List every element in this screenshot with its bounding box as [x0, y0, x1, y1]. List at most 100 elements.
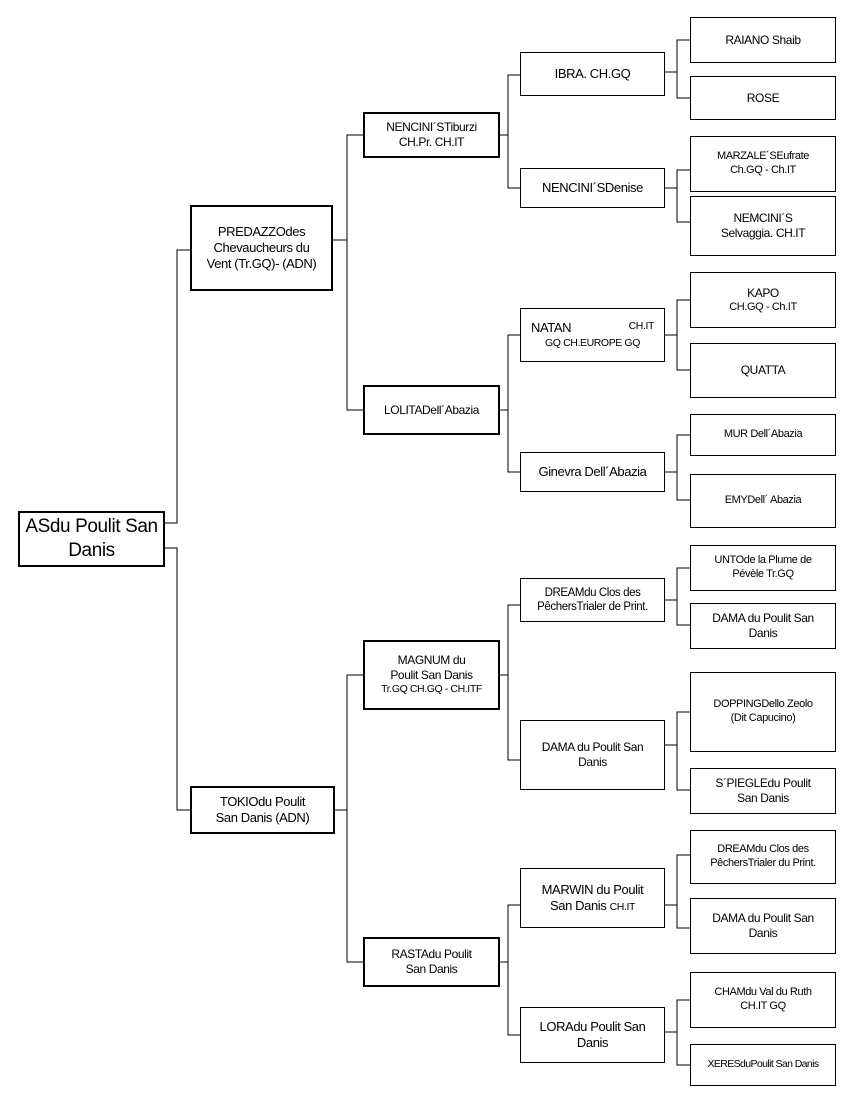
marwin-title: CH.IT — [609, 901, 636, 913]
connector-dama-dopping — [665, 711, 690, 746]
dopping-line2: (Dit Capucino) — [730, 712, 796, 724]
sire-sire-box: NENCINI´STiburzi CH.Pr. CH.IT — [363, 112, 500, 158]
dama3-line2: Danis — [748, 926, 778, 940]
subject-name-line2: Danis — [68, 540, 115, 561]
natan-line2: GQ CH.EUROPE GQ — [545, 336, 640, 349]
dream2-line2: PêchersTrialer du Print. — [710, 857, 816, 869]
connector-nencini-ibra — [500, 74, 520, 136]
connector-lora-xeres — [665, 1031, 690, 1066]
cham-box: CHAMdu Val du Ruth CH.IT GQ — [690, 972, 836, 1028]
dam-sire-box: MAGNUM du Poulit San Danis Tr.GQ CH.GQ -… — [363, 640, 500, 710]
xeres-box: XERESduPoulit San Danis — [690, 1044, 836, 1086]
dama-line1: DAMA du Poulit San — [541, 740, 644, 754]
connector-ibra-raiano — [665, 39, 690, 73]
kapo-box: KAPO CH.GQ - Ch.IT — [690, 272, 836, 328]
dream-box: DREAMdu Clos des PêchersTrialer de Print… — [520, 578, 665, 622]
dam-line1: TOKIOdu Poulit — [219, 793, 306, 809]
connector-marwin-dream — [665, 854, 690, 906]
mur-line1: MUR Dell´Abazia — [723, 428, 803, 441]
marwin-box: MARWIN du Poulit San Danis CH.IT — [520, 868, 665, 928]
dopping-box: DOPPINGDello Zeolo (Dit Capucino) — [690, 672, 836, 752]
dama3-line1: DAMA du Poulit San — [712, 911, 814, 925]
natan-row1: NATAN CH.IT — [521, 320, 664, 336]
dream-line1: DREAMdu Clos des — [544, 586, 641, 599]
kapo-line1: KAPO — [747, 285, 779, 300]
cham-line1: CHAMdu Val du Ruth — [714, 986, 812, 999]
sire-dam-box: LOLITADell´Abazia — [363, 385, 500, 435]
lora-box: LORAdu Poulit San Danis — [520, 1007, 665, 1063]
ginevra-line1: Ginevra Dell´Abazia — [538, 463, 647, 479]
dream2-box: DREAMdu Clos des PêchersTrialer du Print… — [690, 830, 836, 884]
dama3-box: DAMA du Poulit San Danis — [690, 898, 836, 954]
dama-line2: Danis — [578, 755, 607, 769]
connector-magnum-dream — [500, 604, 520, 676]
unto-box: UNTOde la Plume de Pévèle Tr.GQ — [690, 545, 836, 591]
connector-denise-marzale — [665, 169, 690, 189]
quatta-line1: QUATTA — [740, 363, 786, 377]
unto-line1: UNTOde la Plume de — [714, 554, 812, 567]
nemcini-line2: Selvaggia. CH.IT — [720, 226, 806, 240]
dam-dam-line2: San Danis — [405, 962, 458, 976]
connector-nencini-denise — [500, 134, 520, 189]
emy-box: EMYDell´ Abazia — [690, 474, 836, 528]
xeres-line1: XERESduPoulit San Danis — [707, 1058, 819, 1071]
emy-line1: EMYDell´ Abazia — [724, 494, 802, 507]
connector-subject-dam — [165, 547, 190, 811]
dama2-box: DAMA du Poulit San Danis — [690, 603, 836, 649]
marwin-line1: MARWIN du Poulit — [541, 881, 644, 897]
nencini-denise-line1: NENCINI´SDenise — [542, 179, 643, 195]
ibra-box: IBRA. CH.GQ — [520, 52, 665, 96]
sire-sire-line1: NENCINI´STiburzi — [386, 120, 477, 134]
sire-line1: PREDAZZOdes — [217, 223, 306, 239]
marzale-line1: MARZALE´SEufrate — [716, 150, 810, 163]
marzale-line2: Ch.GQ - Ch.IT — [730, 164, 796, 176]
sire-line2: Chevaucheurs du — [213, 239, 310, 255]
spiegle-line2: San Danis — [737, 791, 789, 805]
connector-ginevra-emy — [665, 471, 690, 501]
rose-line1: ROSE — [746, 90, 780, 105]
connector-ibra-rose — [665, 71, 690, 99]
nencini-denise-box: NENCINI´SDenise — [520, 168, 665, 208]
connector-tokio-rasta — [335, 809, 363, 963]
connector-magnum-dama — [500, 674, 520, 761]
unto-line2: Pévèle Tr.GQ — [732, 568, 794, 580]
connector-lolita-natan — [500, 334, 520, 411]
dopping-line1: DOPPINGDello Zeolo — [713, 698, 813, 711]
marwin-line2: San Danis CH.IT — [550, 898, 635, 914]
spiegle-box: S´PIEGLEdu Poulit San Danis — [690, 768, 836, 814]
dam-box: TOKIOdu Poulit San Danis (ADN) — [190, 786, 335, 834]
sire-box: PREDAZZOdes Chevaucheurs du Vent (Tr.GQ)… — [190, 205, 333, 291]
connector-predazzo-nencini — [333, 134, 363, 241]
sire-dam-line1: LOLITADell´Abazia — [383, 402, 480, 417]
subject-box: ASdu Poulit San Danis — [18, 511, 165, 567]
kapo-line2: CH.GQ - Ch.IT — [729, 300, 797, 313]
connector-dream-dama — [665, 599, 690, 626]
connector-ginevra-mur — [665, 434, 690, 473]
dream2-line1: DREAMdu Clos des — [717, 843, 809, 856]
dam-dam-line1: RASTAdu Poulit — [391, 947, 472, 961]
sire-line3: Vent (Tr.GQ)- (ADN) — [206, 256, 317, 272]
dama2-line1: DAMA du Poulit San — [712, 611, 814, 625]
ginevra-box: Ginevra Dell´Abazia — [520, 452, 665, 492]
dam-sire-line1: MAGNUM du — [397, 653, 466, 668]
marzale-box: MARZALE´SEufrate Ch.GQ - Ch.IT — [690, 136, 836, 192]
dam-dam-box: RASTAdu Poulit San Danis — [363, 937, 500, 987]
spiegle-line1: S´PIEGLEdu Poulit — [715, 776, 811, 790]
rose-box: ROSE — [690, 76, 836, 120]
connector-tokio-magnum — [335, 674, 363, 811]
connector-lolita-ginevra — [500, 409, 520, 473]
connector-predazzo-lolita — [333, 239, 363, 411]
dam-sire-line3: Tr.GQ CH.GQ - CH.ITF — [381, 683, 482, 696]
connector-rasta-marwin — [500, 904, 520, 963]
natan-title: CH.IT — [628, 320, 655, 333]
connector-natan-quatta — [665, 334, 690, 371]
connector-lora-cham — [665, 999, 690, 1033]
lora-line1: LORAdu Poulit San — [539, 1018, 646, 1034]
nemcini-box: NEMCINI´S Selvaggia. CH.IT — [690, 196, 836, 256]
dama-box: DAMA du Poulit San Danis — [520, 720, 665, 790]
lora-line2: Danis — [576, 1035, 609, 1050]
dam-line2: San Danis (ADN) — [215, 810, 310, 825]
natan-name: NATAN — [531, 320, 572, 336]
